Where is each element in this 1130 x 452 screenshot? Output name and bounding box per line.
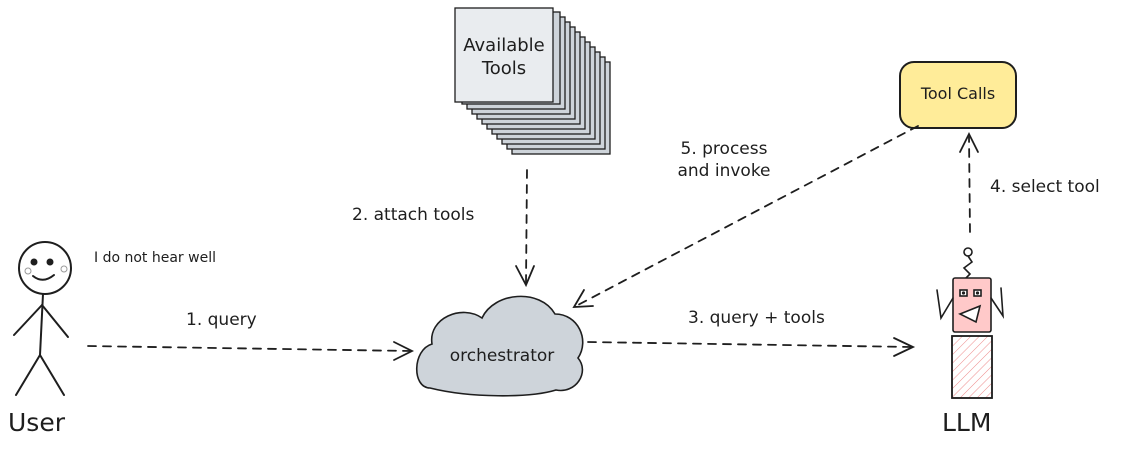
tool-calls-label: Tool Calls [920,84,996,103]
arrow-attach-tools [525,169,528,284]
arrowhead-attach-tools [515,265,535,288]
edge-label-query-tools: 3. query + tools [688,308,825,328]
arrowhead-query-tools [893,337,916,357]
user-right-eye [46,258,54,266]
available-tools-stack [454,7,611,155]
llm-label: LLM [942,408,992,437]
available-tools-label: Available Tools [455,34,553,80]
edge-label-query: 1. query [186,310,257,330]
robot-antenna-tip [963,247,973,257]
available-tools-line2: Tools [481,58,527,79]
arrow-query-tools [587,341,913,348]
orchestrator-cloud [416,295,584,397]
arrowhead-query [393,341,415,361]
arrowhead-process-invoke [572,289,594,308]
edge-label-process-line2: and invoke [677,161,771,181]
arrow-query [87,345,411,352]
tool-calls-box [899,61,1017,129]
arrow-select-tool [968,136,971,233]
user-speech: I do not hear well [94,250,216,266]
orchestrator-label: orchestrator [449,346,555,366]
robot-face [952,277,992,333]
arrows [87,125,979,361]
user-left-eye [30,258,38,266]
arrowhead-select-tool [959,131,979,153]
edge-label-select-tool: 4. select tool [990,177,1100,197]
edge-label-attach-tools: 2. attach tools [352,205,475,225]
edge-label-process-line1: 5. process [680,139,768,159]
edge-label-process-invoke: 5. process and invoke [664,138,784,182]
available-tools-line1: Available [463,35,545,56]
user-label: User [8,408,65,437]
user-stick-figure [13,241,72,396]
robot-body [951,335,993,399]
llm-robot [936,247,1005,399]
robot-mouth [958,304,982,324]
arrow-process-invoke [575,125,919,307]
